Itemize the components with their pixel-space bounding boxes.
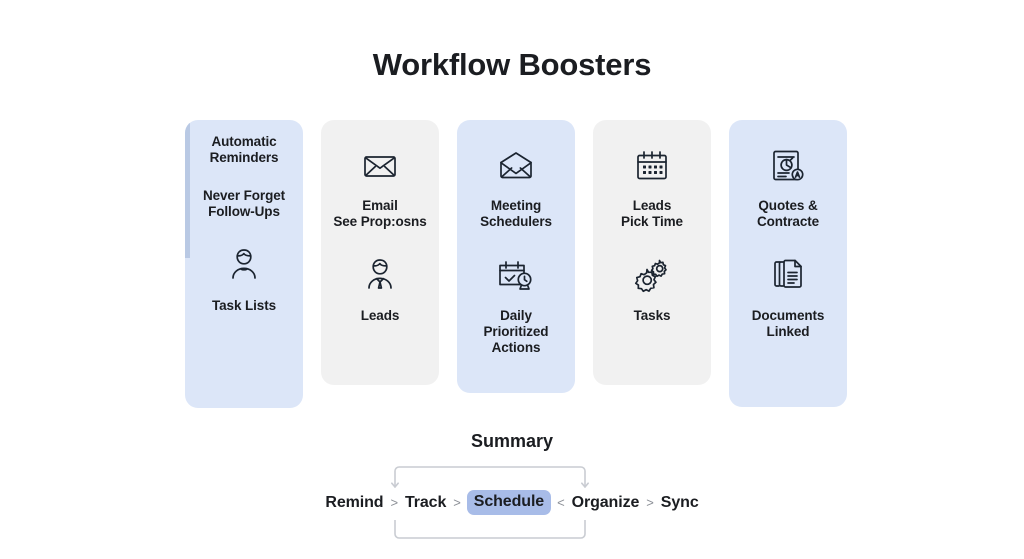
user-avatar-icon <box>222 242 266 286</box>
documents-copy-icon <box>766 252 810 296</box>
calendar-check-clock-icon <box>494 252 538 296</box>
card-2-bottom-label: Leads <box>360 307 400 323</box>
feature-card-1[interactable]: Automatic Reminders Never Forget Follow-… <box>185 120 303 408</box>
card-4-top-label: Leads Pick Time <box>621 198 683 229</box>
flow-separator-1: > <box>390 495 398 510</box>
flow-bracket-bottom <box>390 520 590 542</box>
flow-step-organize[interactable]: Organize <box>571 493 640 511</box>
card-1-mid-label: Never Forget Follow-Ups <box>202 187 286 219</box>
summary-title: Summary <box>470 431 554 451</box>
flow-step-track[interactable]: Track <box>404 493 447 511</box>
card-5-bottom-label: Documents Linked <box>751 307 825 339</box>
card-1-bottom-label: Task Lists <box>211 297 277 313</box>
card-2-top-label: Email See Prop:osns <box>333 198 427 229</box>
flow-separator-3: < <box>557 495 565 510</box>
user-tie-icon <box>358 252 402 296</box>
card-3-top-label: Meeting Schedulers <box>480 198 552 229</box>
card-3-bottom-label: Daily Prioritized Actions <box>483 307 549 355</box>
feature-card-5[interactable]: Quotes & Contracte Documents Linked <box>729 120 847 407</box>
page-title: Workflow Boosters <box>372 47 652 82</box>
card-5-top-label: Quotes & Contracte <box>756 198 820 229</box>
calendar-icon <box>630 144 674 188</box>
card-1-top-label: Automatic Reminders <box>209 134 279 165</box>
flow-steps-row: Remind > Track > Schedule < Organize > S… <box>312 490 712 515</box>
summary-flow: Remind > Track > Schedule < Organize > S… <box>312 460 712 540</box>
feature-card-2[interactable]: Email See Prop:osns Leads <box>321 120 439 385</box>
flow-separator-4: > <box>646 495 654 510</box>
feature-cards-row: Automatic Reminders Never Forget Follow-… <box>185 120 860 412</box>
feature-card-3[interactable]: Meeting Schedulers Daily Prioritized Act… <box>457 120 575 393</box>
flow-step-remind[interactable]: Remind <box>325 493 384 511</box>
envelope-open-icon <box>494 144 538 188</box>
flow-separator-2: > <box>453 495 461 510</box>
gears-icon <box>630 252 674 296</box>
card-4-bottom-label: Tasks <box>633 307 671 323</box>
flow-step-sync[interactable]: Sync <box>660 493 699 511</box>
envelope-icon <box>358 144 402 188</box>
feature-card-4[interactable]: Leads Pick Time Tasks <box>593 120 711 385</box>
flow-bracket-top <box>390 463 590 489</box>
summary-section: Summary Remind > Track > Schedule < Orga… <box>0 431 1024 540</box>
document-chart-badge-icon <box>766 144 810 188</box>
flow-step-schedule[interactable]: Schedule <box>466 490 552 515</box>
card-accent-bar <box>185 120 190 258</box>
